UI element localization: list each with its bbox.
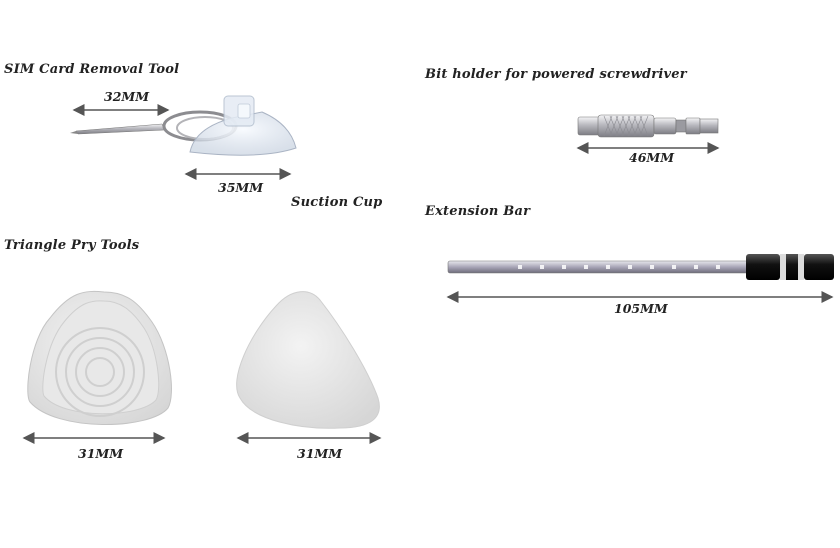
extension-bar-title: Extension Bar — [425, 204, 531, 219]
suction-cup-image — [189, 95, 297, 156]
extension-bar-image — [447, 254, 834, 280]
pry-tool-right-image — [236, 291, 380, 429]
bit-holder-title: Bit holder for powered screwdriver — [425, 67, 687, 82]
pry-tool-left-image — [27, 290, 172, 426]
suction-cup-title: Suction Cup — [291, 195, 383, 210]
bit-holder-image — [577, 114, 719, 138]
pry-tool-left-length-label: 31MM — [78, 446, 124, 461]
sim-tool-length-label: 32MM — [104, 89, 150, 104]
extension-bar-length-label: 105MM — [614, 301, 668, 316]
sim-tool-image — [70, 123, 165, 135]
bit-holder-length-label: 46MM — [629, 150, 675, 165]
sim-tool-title: SIM Card Removal Tool — [4, 62, 180, 77]
suction-cup-length-label: 35MM — [218, 180, 264, 195]
pry-tools-title: Triangle Pry Tools — [4, 238, 140, 253]
pry-tool-right-length-label: 31MM — [297, 446, 343, 461]
